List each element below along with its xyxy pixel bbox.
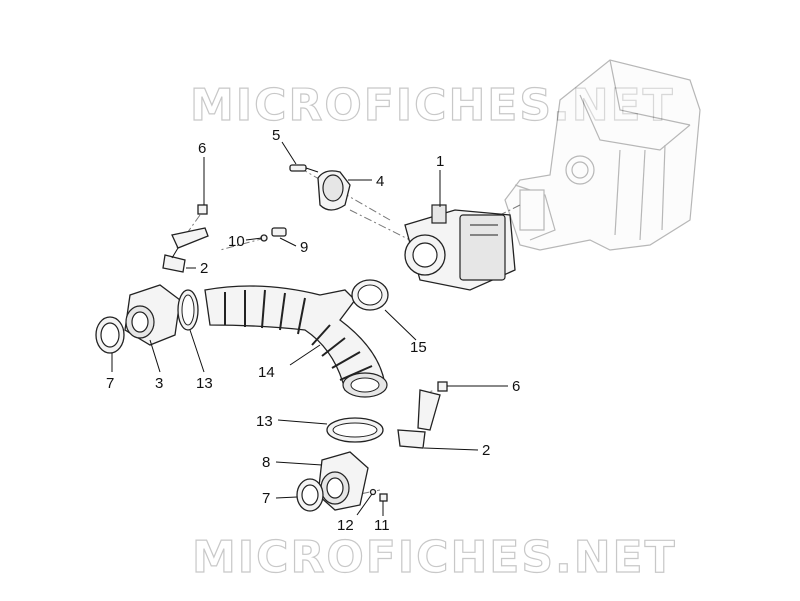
screw-part-6-upper <box>197 204 208 215</box>
seal-part-7-lower <box>296 478 324 512</box>
callout-13-lower: 13 <box>256 413 273 430</box>
washer-part-12 <box>369 488 377 496</box>
manifold-part-8 <box>317 451 369 511</box>
callout-7-lower: 7 <box>262 490 270 507</box>
screw-part-6-lower <box>437 381 448 392</box>
bracket-part-4 <box>317 170 351 211</box>
callout-3: 3 <box>155 375 163 392</box>
callout-5: 5 <box>272 127 280 144</box>
callout-14: 14 <box>258 364 275 381</box>
callout-6-lower: 6 <box>512 378 520 395</box>
callout-12: 12 <box>337 517 354 534</box>
callout-2-upper: 2 <box>200 260 208 277</box>
callout-8: 8 <box>262 454 270 471</box>
engine-head <box>504 59 701 251</box>
seal-part-7-left <box>95 316 125 354</box>
callout-labels: 1 2 2 3 4 5 6 6 7 7 8 9 10 11 12 13 13 1… <box>106 127 520 534</box>
callout-4: 4 <box>376 173 384 190</box>
clamp-part-13-left <box>177 289 199 331</box>
callout-13-left: 13 <box>196 375 213 392</box>
callout-2-lower: 2 <box>482 442 490 459</box>
callout-11: 11 <box>374 517 390 534</box>
callout-10: 10 <box>228 233 245 250</box>
bolt-part-5 <box>289 164 319 173</box>
watermark-top: MICROFICHES.NET <box>190 80 675 131</box>
screw-part-11 <box>379 493 388 502</box>
throttle-body <box>404 204 516 291</box>
clamp-part-13-lower <box>326 417 384 443</box>
injector-part-2-lower <box>397 389 441 449</box>
callout-15: 15 <box>410 339 427 356</box>
callout-6-upper: 6 <box>198 140 206 157</box>
bolt-part-9 <box>271 227 287 237</box>
callout-7-left: 7 <box>106 375 114 392</box>
watermark-bottom: MICROFICHES.NET <box>192 532 677 583</box>
intake-hose-part-14 <box>204 285 388 398</box>
callout-9: 9 <box>300 239 308 256</box>
manifold-part-3 <box>124 284 181 346</box>
clamp-part-15 <box>351 279 389 311</box>
leader-lines <box>111 141 508 516</box>
callout-1: 1 <box>436 153 444 170</box>
injector-part-2-upper <box>162 227 209 273</box>
